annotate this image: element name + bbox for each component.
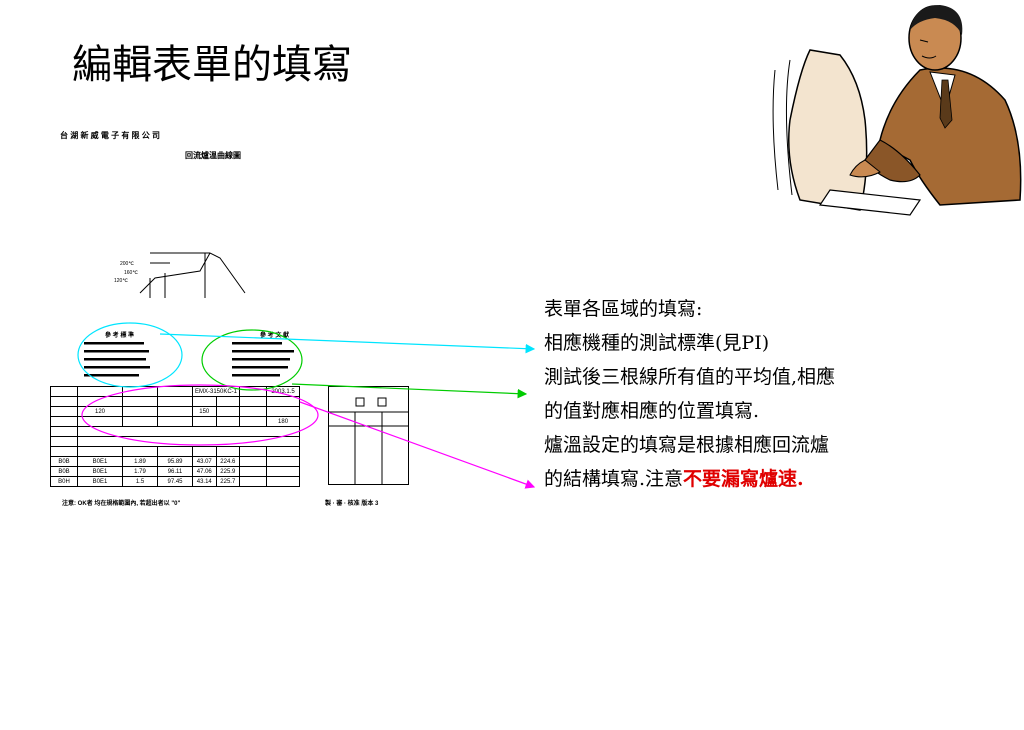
signature-box <box>328 386 409 485</box>
description-line-6-prefix: 的結構填寫.注意 <box>544 468 684 490</box>
man-at-computer-illustration <box>772 5 1022 216</box>
description-line-4: 的值對應相應的位置填寫. <box>544 400 760 422</box>
description-text: 表單各區域的填寫: 相應機種的測試標準(見PI) 測試後三根線所有值的平均值,相… <box>544 292 964 496</box>
temperature-profile-sketch <box>139 252 246 298</box>
description-line-5: 爐溫設定的填寫是根據相應回流爐 <box>544 434 830 456</box>
emphasis-warning: 不要漏寫爐速. <box>683 468 804 490</box>
form-model: EMX-3150KC-1 <box>191 386 241 397</box>
form-company: 台 湖 新 威 電 子 有 限 公 司 <box>60 131 161 140</box>
form-footer-left: 注意: OK者 均在規格範圍內, 若超出者以 "0" <box>62 501 181 507</box>
description-line-2: 相應機種的測試標準(見PI) <box>544 332 770 354</box>
description-line-6: 的結構填寫.注意不要漏寫爐速. <box>544 462 964 496</box>
zone-value-b: 150 <box>192 406 217 417</box>
profile-label-160: 160℃ <box>124 270 138 276</box>
std-left-title: 參 考 標 準 <box>105 333 135 339</box>
form-document: 台 湖 新 威 電 子 有 限 公 司 回流爐溫曲線圖 200℃ 160℃ 12… <box>50 118 430 518</box>
profile-label-120: 120℃ <box>114 278 128 284</box>
profile-label-200: 200℃ <box>120 261 134 267</box>
description-line-3: 測試後三根線所有值的平均值,相應 <box>544 366 836 388</box>
standards-text-lines <box>84 342 294 377</box>
form-title: 回流爐溫曲線圖 <box>185 151 241 160</box>
page-title: 編輯表單的填寫 <box>72 42 352 88</box>
form-footer-right: 製 · 審 · 核准 版本 3 <box>325 501 379 507</box>
std-right-title: 參 考 文 獻 <box>260 333 290 339</box>
description-line-1: 表單各區域的填寫: <box>544 298 703 320</box>
form-date: 2003.1.5 <box>266 386 301 397</box>
zone-value-a: 120 <box>77 406 123 417</box>
zone-value-c: 180 <box>266 416 301 427</box>
